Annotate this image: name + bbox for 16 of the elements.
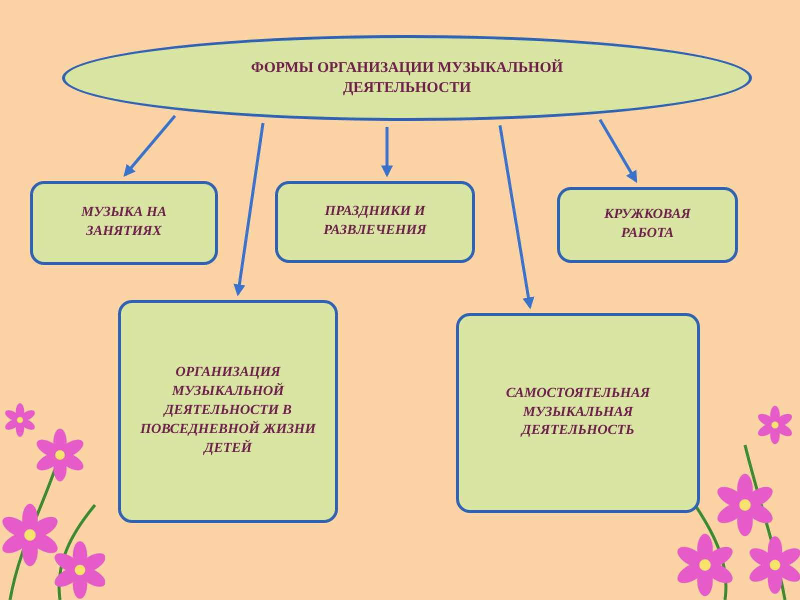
box-text: МУЗЫКА НА ЗАНЯТИЯХ <box>80 204 168 241</box>
arrow <box>123 114 176 177</box>
box-text: ОРГАНИЗАЦИЯ МУЗЫКАЛЬНОЙ ДЕЯТЕЛЬНОСТИ В ПОВСЕДНЕВНОЙ ЖИЗНИ ДЕТЕЙ <box>139 364 317 458</box>
arrow <box>498 125 534 310</box>
rounded-box <box>557 187 738 263</box>
arrow <box>598 118 638 184</box>
title-text: ФОРМЫ ОРГАНИЗАЦИИ МУЗЫКАЛЬНОЙ ДЕЯТЕЛЬНОСТИ <box>250 58 564 98</box>
arrow <box>233 122 264 296</box>
rounded-box <box>275 181 475 263</box>
rounded-box <box>456 313 700 513</box>
box-text: САМОСТОЯТЕЛЬНАЯ МУЗЫКАЛЬНАЯ ДЕЯТЕЛЬНОСТЬ <box>504 384 652 440</box>
rounded-box <box>118 300 338 523</box>
arrow <box>381 126 393 178</box>
box-text: ПРАЗДНИКИ И РАЗВЛЕЧЕНИЯ <box>322 203 428 240</box>
box-text: КРУЖКОВАЯ РАБОТА <box>603 206 692 243</box>
rounded-box <box>30 181 218 265</box>
